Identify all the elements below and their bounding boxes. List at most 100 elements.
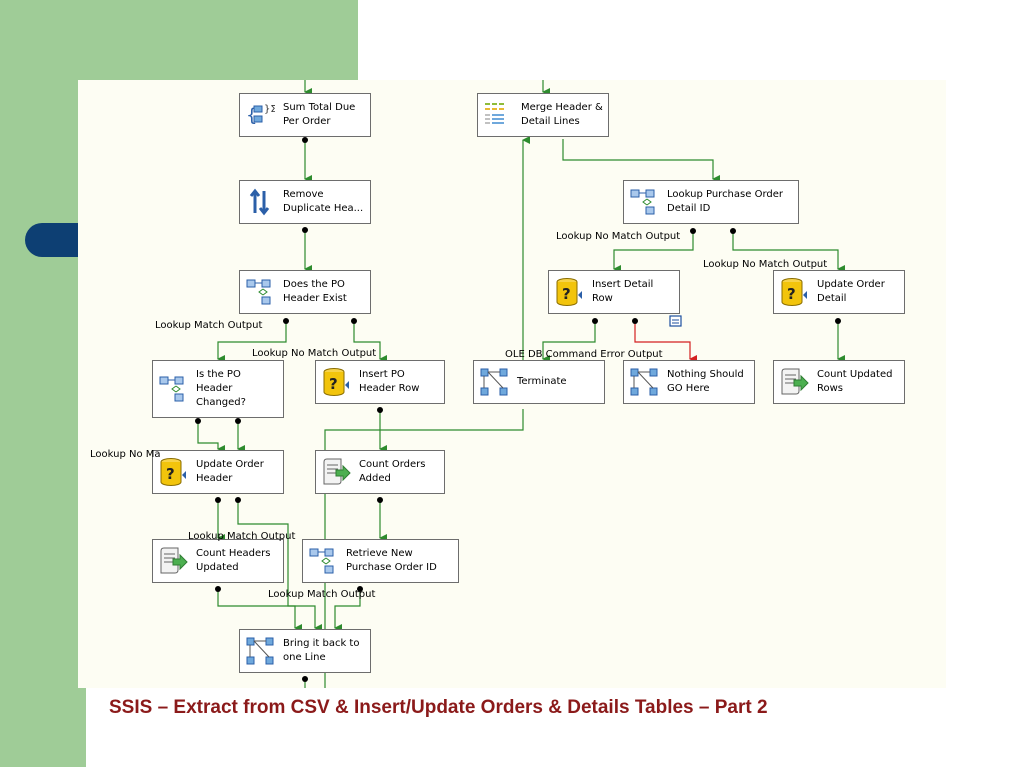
output-dot [283, 318, 289, 324]
output-dot [302, 227, 308, 233]
node-lookup-po-detail[interactable]: Lookup Purchase Order Detail ID [623, 180, 799, 224]
ole-db-command-icon: ? [779, 277, 809, 307]
lookup-icon [308, 546, 338, 576]
output-dot [195, 418, 201, 424]
path-label: Lookup Match Output [188, 531, 296, 542]
node-is-po-changed[interactable]: Is the PO Header Changed? [152, 360, 284, 418]
path-label: OLE DB Command Error Output [505, 349, 663, 360]
path-label: Lookup No Match Output [556, 231, 681, 242]
node-terminate[interactable]: Terminate [473, 360, 605, 404]
path-lookupdetail-to-updatedetail [732, 230, 845, 273]
output-dot [302, 676, 308, 682]
ole-db-command-icon: ? [321, 367, 351, 397]
node-label: Merge Header & Detail Lines [521, 102, 603, 127]
node-update-order-detail[interactable]: ? Update Order Detail [773, 270, 905, 314]
output-dot [235, 418, 241, 424]
path-update-to-bring [237, 499, 322, 632]
path-label: Lookup No Match Output [252, 348, 377, 359]
node-sum-total-due[interactable]: { }Σ Sum Total Due Per Order [239, 93, 371, 137]
row-count-icon [779, 367, 809, 397]
aggregate-icon: { }Σ [245, 100, 275, 130]
node-label: Insert PO Header Row [359, 369, 420, 394]
data-flow-canvas: { }Σ Sum Total Due Per Order Merge Header… [78, 80, 946, 688]
data-viewer-icon [669, 315, 682, 327]
path-insertdetail-to-terminate [542, 320, 596, 363]
merge-icon [483, 100, 513, 130]
output-dot [215, 586, 221, 592]
node-count-updated-rows[interactable]: Count Updated Rows [773, 360, 905, 404]
node-label: Bring it back to one Line [283, 638, 360, 663]
node-label: Retrieve New Purchase Order ID [346, 548, 437, 573]
data-flow-paths [195, 80, 845, 688]
output-dot [377, 407, 383, 413]
node-insert-po-header[interactable]: ? Insert PO Header Row [315, 360, 445, 404]
output-dot [835, 318, 841, 324]
union-all-icon [629, 367, 659, 397]
output-dot [302, 137, 308, 143]
node-label: Does the PO Header Exist [283, 279, 347, 304]
path-label: Lookup No Match Output [703, 259, 828, 270]
node-label: Sum Total Due Per Order [283, 102, 356, 127]
node-label: Count Headers Updated [196, 548, 271, 573]
node-label: Lookup Purchase Order Detail ID [667, 189, 783, 214]
row-count-icon [158, 546, 188, 576]
output-dot [730, 228, 736, 234]
path-does-to-ispo [217, 320, 287, 363]
node-label: Update Order Detail [817, 279, 885, 304]
path-retrieve-to-bring [334, 588, 361, 632]
lookup-icon [629, 187, 659, 217]
node-label: Is the PO Header Changed? [196, 369, 246, 408]
path-label: Lookup Match Output [155, 320, 263, 331]
path-countheaders-to-bring [217, 588, 302, 632]
node-update-order-header[interactable]: ? Update Order Header [152, 450, 284, 494]
svg-text:?: ? [787, 285, 796, 303]
node-insert-detail-row[interactable]: ? Insert Detail Row [548, 270, 680, 314]
green-side-band [0, 0, 86, 767]
union-all-icon [245, 636, 275, 666]
node-count-headers-updated[interactable]: Count Headers Updated [152, 539, 284, 583]
node-merge-header[interactable]: Merge Header & Detail Lines [477, 93, 609, 137]
blue-slide-tab [25, 223, 86, 257]
path-label: Lookup Match Output [268, 589, 376, 600]
svg-text:}Σ: }Σ [264, 104, 275, 115]
path-merge-to-lookup-detail [562, 139, 720, 183]
node-label: Nothing Should GO Here [667, 369, 744, 394]
output-dot [357, 586, 363, 592]
output-dot [377, 497, 383, 503]
output-dot [690, 228, 696, 234]
green-top-band [86, 0, 358, 80]
ole-db-command-icon: ? [554, 277, 584, 307]
node-count-orders-added[interactable]: Count Orders Added [315, 450, 445, 494]
node-remove-duplicate[interactable]: Remove Duplicate Hea... [239, 180, 371, 224]
output-dot [235, 497, 241, 503]
ole-db-command-icon: ? [158, 457, 188, 487]
node-retrieve-new-po[interactable]: Retrieve New Purchase Order ID [302, 539, 459, 583]
node-label: Update Order Header [196, 459, 264, 484]
path-error-to-nothing [634, 320, 697, 363]
output-dot [592, 318, 598, 324]
node-label: Insert Detail Row [592, 279, 654, 304]
node-label: Count Updated Rows [817, 369, 893, 394]
node-does-po-exist[interactable]: Does the PO Header Exist [239, 270, 371, 314]
sort-icon [245, 187, 275, 217]
svg-text:?: ? [166, 465, 175, 483]
node-bring-it-back[interactable]: Bring it back to one Line [239, 629, 371, 673]
node-label: Remove Duplicate Hea... [283, 189, 364, 214]
output-dot [351, 318, 357, 324]
node-label: Terminate [517, 376, 567, 387]
path-ispo-to-update [197, 420, 225, 453]
path-label: Lookup No Ma [90, 449, 161, 460]
svg-text:{: { [246, 105, 257, 126]
lookup-icon [158, 374, 188, 404]
svg-text:?: ? [562, 285, 571, 303]
slide-caption: SSIS – Extract from CSV & Insert/Update … [109, 697, 768, 718]
lookup-icon [245, 277, 275, 307]
union-all-icon [479, 367, 509, 397]
path-lookupdetail-to-insert [613, 230, 694, 273]
path-does-to-insertpo [353, 320, 387, 363]
output-dot [632, 318, 638, 324]
svg-text:?: ? [329, 375, 338, 393]
node-nothing-should-go-here[interactable]: Nothing Should GO Here [623, 360, 755, 404]
node-label: Count Orders Added [359, 459, 426, 484]
row-count-icon [321, 457, 351, 487]
